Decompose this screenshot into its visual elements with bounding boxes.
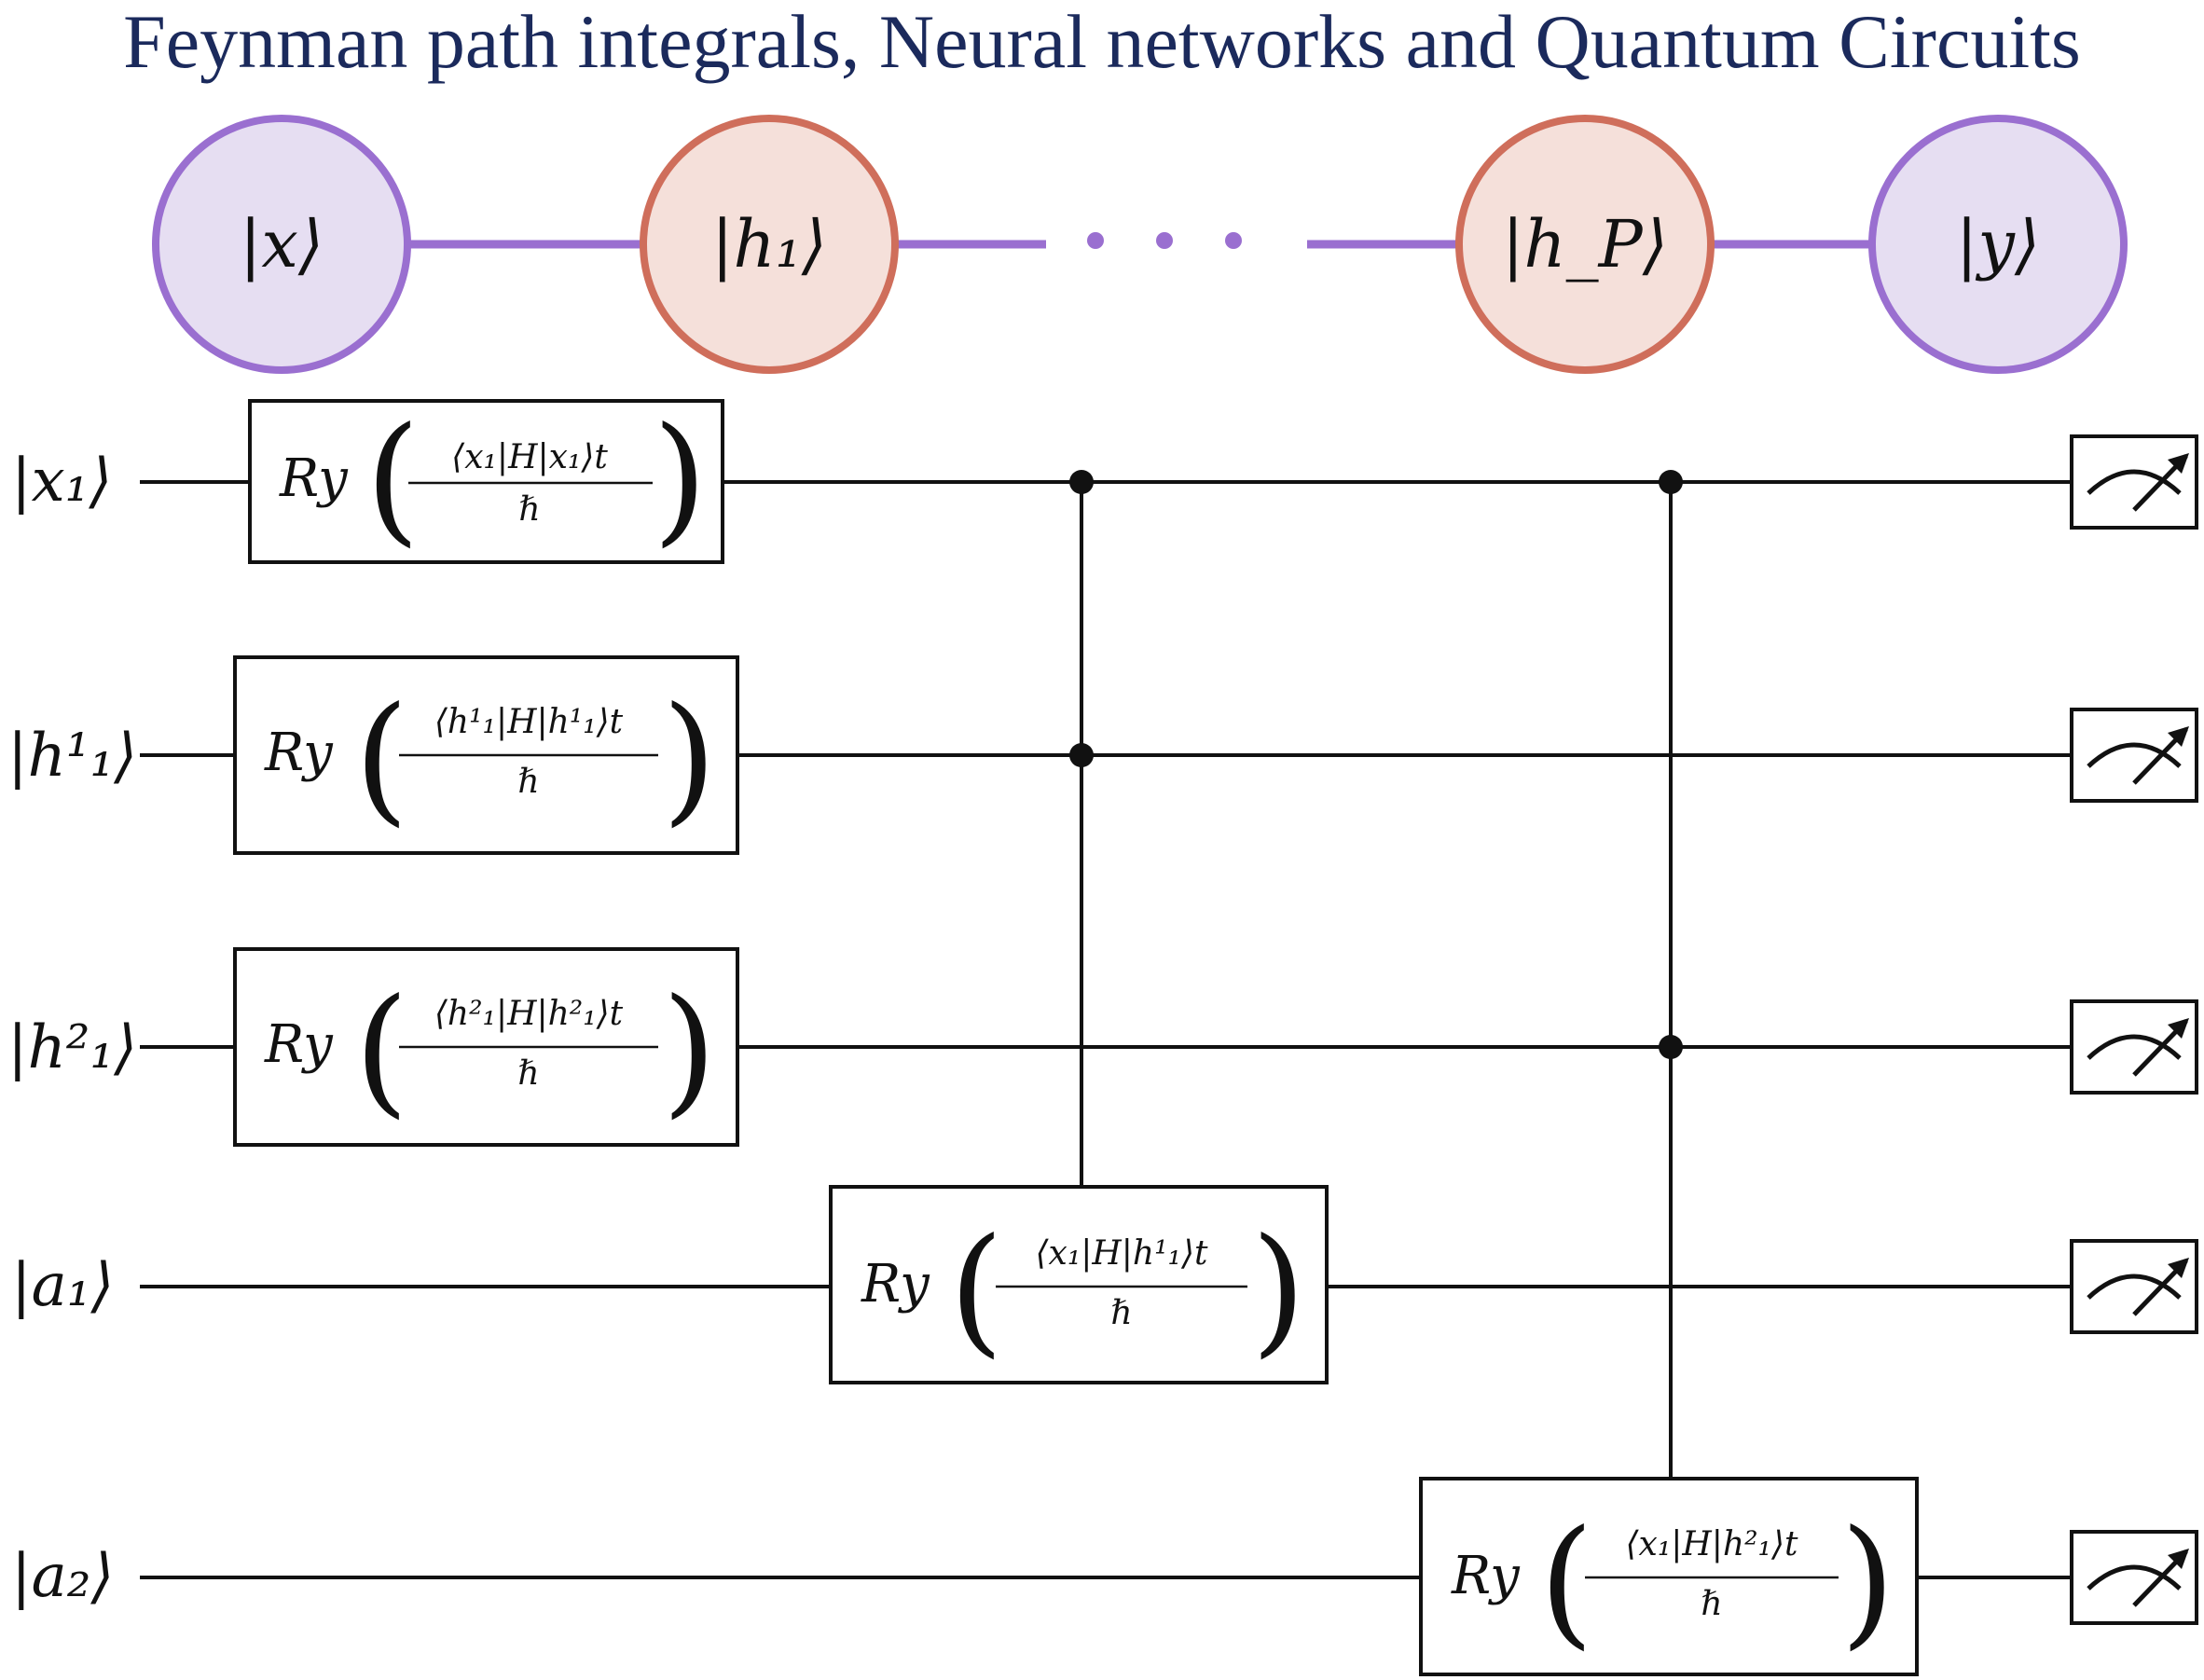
chain-node-h1 [640,115,899,374]
gate-numerator: ⟨x₁|H|x₁⟩t [451,438,608,476]
gate-box [829,1185,1329,1384]
meter-arc [2087,469,2182,495]
gate-right-paren: ) [1840,1501,1895,1663]
meter-arrowhead [2168,1258,2189,1278]
meter-box [2070,434,2198,530]
page-title: Feynman path integrals, Neural networks … [123,0,2081,84]
chain-node-hP [1455,115,1715,374]
ry-gate-a2: Ry ( ⟨x₁|H|h²₁⟩t ℏ ) [1419,1477,1919,1676]
ellipsis-dot [1087,232,1104,249]
measurement-meter [2070,1530,2198,1625]
ellipsis-dot [1225,232,1242,249]
gate-left-paren: ( [365,398,420,560]
gate-numerator: ⟨x₁|H|h²₁⟩t [1626,1525,1799,1563]
measurement-meter [2070,1239,2198,1334]
ry-gate-h11: Ry ( ⟨h¹₁|H|h¹₁⟩t ℏ ) [233,655,739,855]
meter-box [2070,999,2198,1095]
chain-node-y [1868,115,2128,374]
measurements [2070,434,2198,1625]
gate-name: Ry [861,1254,930,1315]
meter-box [2070,1530,2198,1625]
chain-node-label: |h_P⟩ [1502,206,1668,282]
gate-right-paren: ) [1251,1209,1306,1371]
meter-arc [2087,1274,2182,1300]
chain-node-label: |x⟩ [240,206,324,282]
control-dot [1659,1035,1683,1059]
meter-arrowhead [2168,453,2189,474]
meter-arc [2087,1564,2182,1590]
qubit-label: |x₁⟩ [11,447,112,516]
gate-numerator: ⟨h¹₁|H|h¹₁⟩t [434,703,624,741]
gate-name: Ry [264,1014,334,1075]
control-lines [1069,470,1683,1479]
ry-gate-x1: Ry ( ⟨x₁|H|x₁⟩t ℏ ) [248,398,724,564]
meter-arrowhead [2168,1549,2189,1569]
gate-left-paren: ( [949,1209,1004,1371]
gate-left-paren: ( [354,970,409,1132]
gate-name: Ry [264,723,334,783]
gate-name: Ry [1451,1546,1521,1606]
meter-arrowhead [2168,726,2189,747]
qubit-label: |a₂⟩ [11,1542,114,1611]
gate-denominator: ℏ [1701,1585,1722,1623]
gate-denominator: ℏ [1110,1294,1132,1332]
gate-right-paren: ) [662,678,717,840]
gate-denominator: ℏ [518,490,540,529]
measurement-meter [2070,708,2198,803]
gate-right-paren: ) [653,398,708,560]
gate-numerator: ⟨h²₁|H|h²₁⟩t [434,995,624,1033]
gate-box [248,399,724,564]
meter-box [2070,708,2198,803]
qubit-label: |h¹₁⟩ [7,722,137,791]
gate-name: Ry [279,448,349,509]
measurement-meter [2070,434,2198,530]
meter-arc [2087,742,2182,768]
meter-arrowhead [2168,1018,2189,1039]
path-chain: |x⟩ |h₁⟩ |h_P⟩ |y⟩ [152,115,2128,374]
qubit-label: |a₁⟩ [11,1251,114,1320]
meter-arc [2087,1034,2182,1060]
control-dot [1659,470,1683,494]
gate-left-paren: ( [354,678,409,840]
measurement-meter [2070,999,2198,1095]
gate-right-paren: ) [662,970,717,1132]
gate-left-paren: ( [1539,1501,1594,1663]
gate-denominator: ℏ [517,763,539,801]
chain-node-label: |y⟩ [1956,206,2040,282]
ry-gate-h21: Ry ( ⟨h²₁|H|h²₁⟩t ℏ ) [233,947,739,1147]
qubit-label: |h²₁⟩ [7,1013,137,1082]
qubit-labels: |x₁⟩ |h¹₁⟩ |h²₁⟩ |a₁⟩ |a₂⟩ [7,447,137,1611]
chain-node-x [152,115,411,374]
gate-numerator: ⟨x₁|H|h¹₁⟩t [1036,1234,1209,1273]
ry-gate-a1: Ry ( ⟨x₁|H|h¹₁⟩t ℏ ) [829,1185,1329,1384]
gate-denominator: ℏ [517,1054,539,1093]
control-dot [1069,743,1094,767]
ellipsis-dot [1156,232,1173,249]
meter-box [2070,1239,2198,1334]
chain-node-label: |h₁⟩ [711,206,827,282]
control-dot [1069,470,1094,494]
